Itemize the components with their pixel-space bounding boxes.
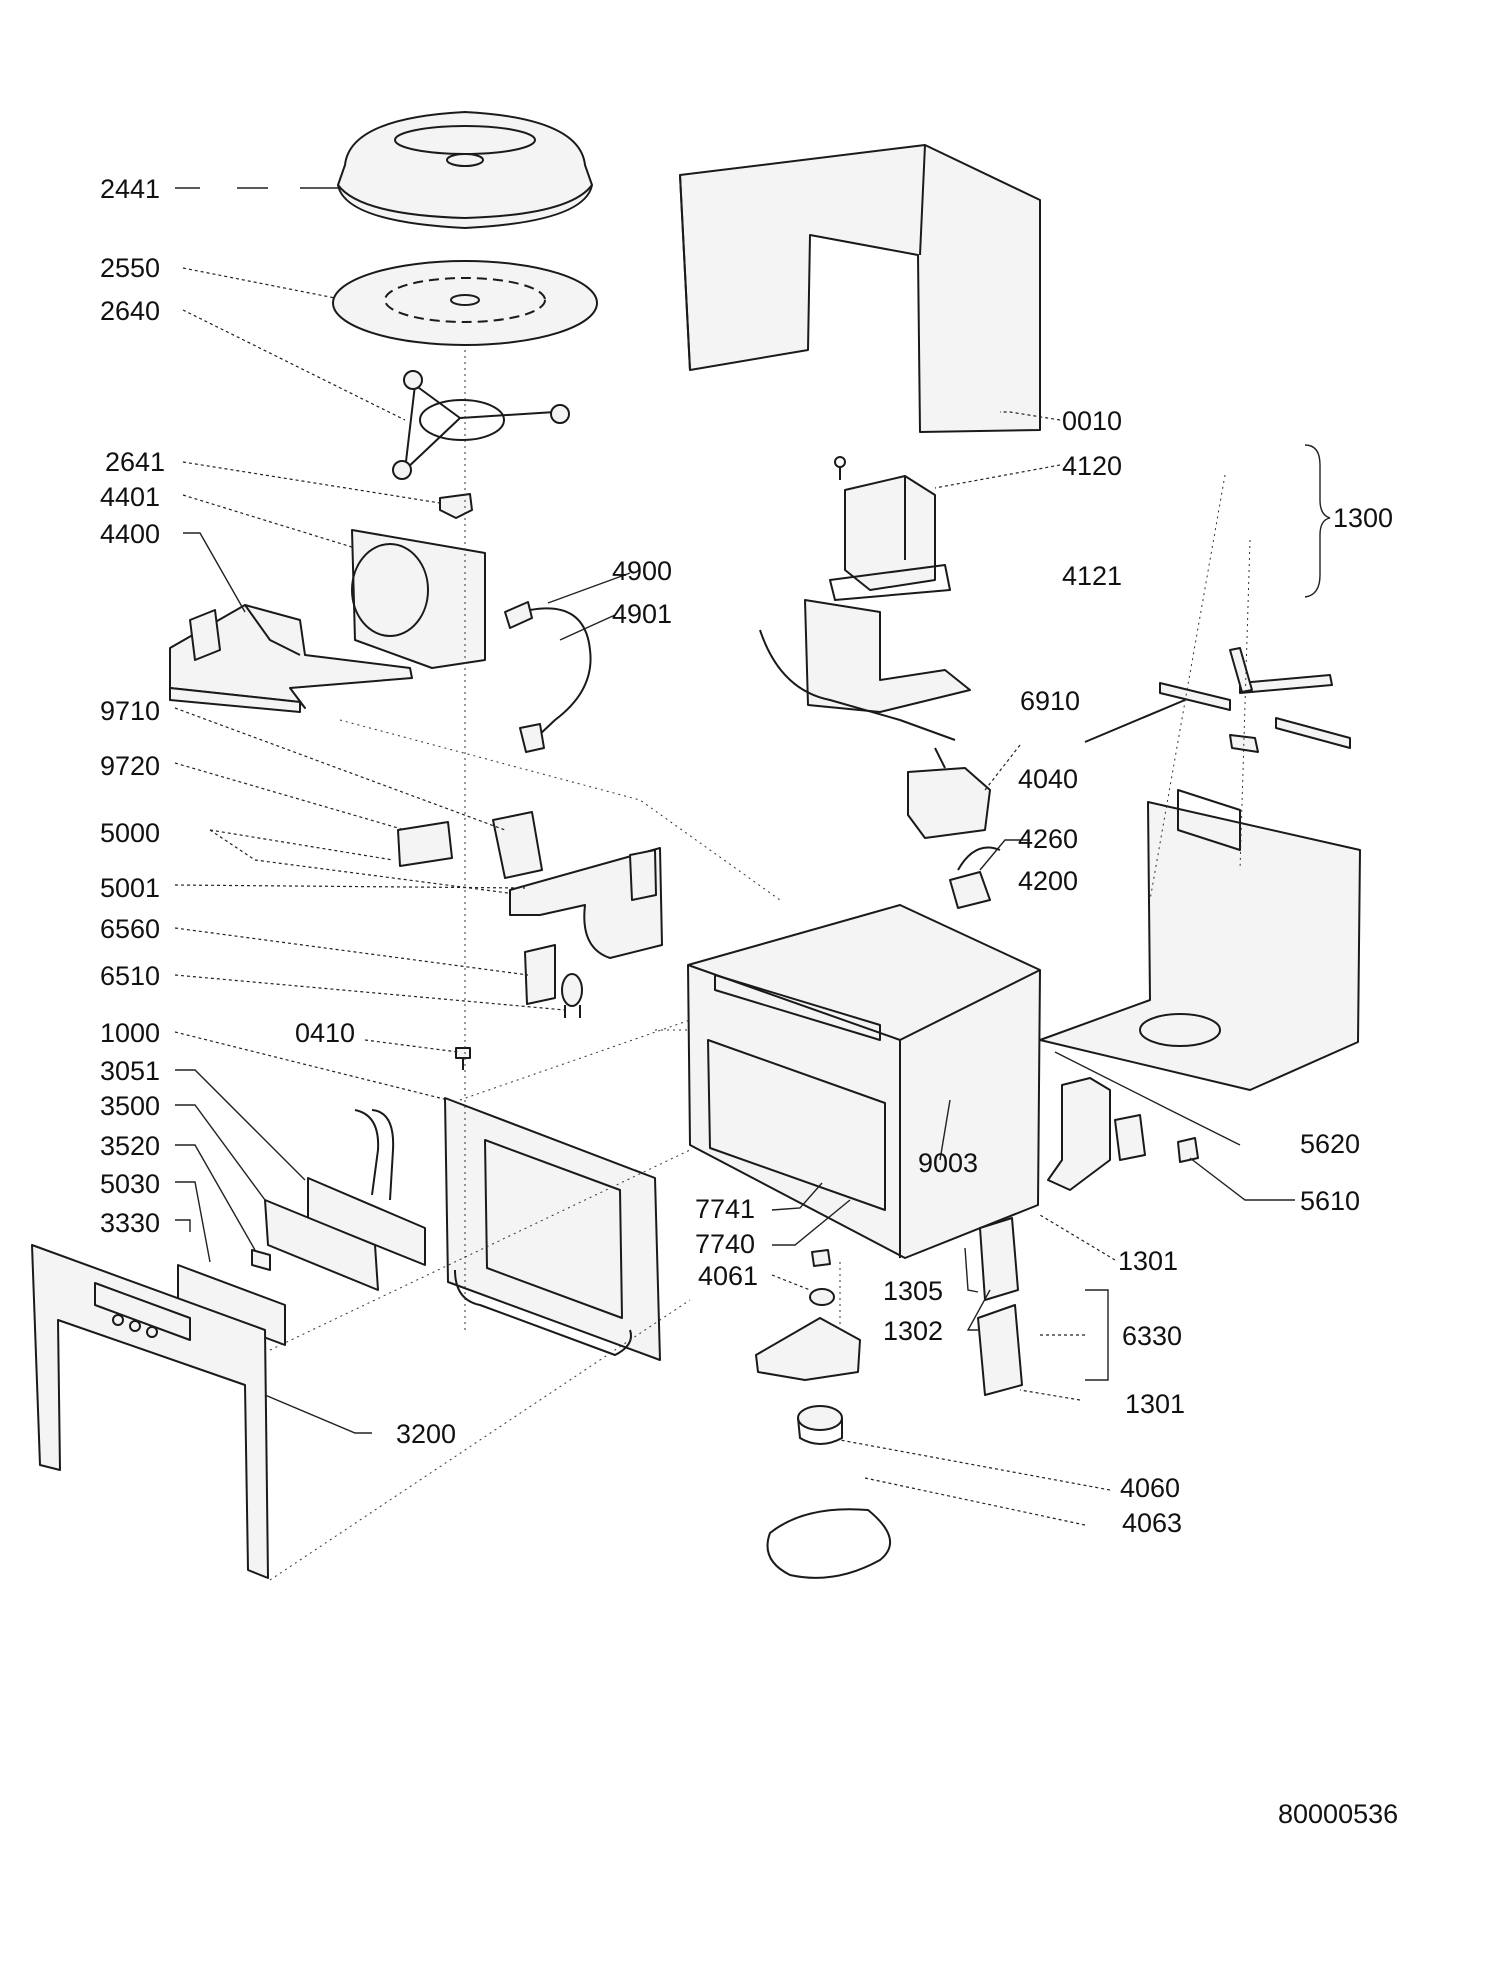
part-oven-cavity xyxy=(687,904,1041,1259)
label-4900: 4900 xyxy=(612,556,672,586)
label-4260: 4260 xyxy=(1018,824,1078,854)
label-6910: 6910 xyxy=(1020,686,1080,716)
part-4200-diode xyxy=(949,846,1001,909)
part-9710-plate xyxy=(492,811,543,879)
part-4400-motor-assembly xyxy=(169,604,413,713)
part-5030-part xyxy=(251,1249,271,1271)
leader-lines xyxy=(174,187,1331,1526)
part-0010-casing xyxy=(679,144,1041,433)
part-3330-keypad xyxy=(177,1264,286,1346)
label-0010: 0010 xyxy=(1062,406,1122,436)
part-1301-latch xyxy=(979,1217,1019,1301)
part-6560-lamp-holder xyxy=(524,944,556,1005)
label-1301-upper: 1301 xyxy=(1118,1246,1178,1276)
label-3200: 3200 xyxy=(396,1419,456,1449)
label-4400: 4400 xyxy=(100,519,160,549)
label-6330: 6330 xyxy=(1122,1321,1182,1351)
label-7740: 7740 xyxy=(695,1229,755,1259)
part-2640-roller-ring xyxy=(392,370,570,480)
label-1302: 1302 xyxy=(883,1316,943,1346)
part-4120-transformer xyxy=(829,456,951,601)
part-4061-coupler xyxy=(809,1249,835,1306)
part-5001-shield xyxy=(509,847,663,959)
part-3520-board xyxy=(264,1199,379,1291)
part-6510-lamp xyxy=(561,973,583,1018)
label-9710: 9710 xyxy=(100,696,160,726)
part-2550-glass-tray xyxy=(332,260,598,346)
part-6330-latch xyxy=(977,1304,1023,1396)
part-4900-cable xyxy=(504,601,592,753)
label-5001: 5001 xyxy=(100,873,160,903)
part-6910-side-panel xyxy=(1039,789,1361,1091)
drawing-number: 80000536 xyxy=(1278,1799,1398,1829)
label-0410: 0410 xyxy=(295,1018,355,1048)
label-7741: 7741 xyxy=(695,1194,755,1224)
part-stirrer-cover xyxy=(755,1317,861,1381)
part-3500-control-board xyxy=(307,1109,426,1266)
label-3330: 3330 xyxy=(100,1208,160,1238)
part-1000-door xyxy=(444,1097,661,1361)
part-4063-stirrer xyxy=(766,1508,891,1579)
label-4120: 4120 xyxy=(1062,451,1122,481)
label-9003: 9003 xyxy=(918,1148,978,1178)
label-5000: 5000 xyxy=(100,818,160,848)
label-2640: 2640 xyxy=(100,296,160,326)
label-4063: 4063 xyxy=(1122,1508,1182,1538)
part-4121-bracket xyxy=(759,599,971,741)
part-5620-switch xyxy=(1047,1077,1146,1191)
label-3500: 3500 xyxy=(100,1091,160,1121)
part-4040-capacitor xyxy=(907,747,991,839)
label-3520: 3520 xyxy=(100,1131,160,1161)
label-4121: 4121 xyxy=(1062,561,1122,591)
label-2550: 2550 xyxy=(100,253,160,283)
label-1305: 1305 xyxy=(883,1276,943,1306)
part-3200-frame xyxy=(31,1244,269,1579)
label-6560: 6560 xyxy=(100,914,160,944)
construction-lines xyxy=(269,350,1251,1581)
label-5610: 5610 xyxy=(1300,1186,1360,1216)
label-1301-lower: 1301 xyxy=(1125,1389,1185,1419)
label-3051: 3051 xyxy=(100,1056,160,1086)
label-6510: 6510 xyxy=(100,961,160,991)
label-5030: 5030 xyxy=(100,1169,160,1199)
label-4901: 4901 xyxy=(612,599,672,629)
part-labels: 2441 2550 2640 2641 4401 4400 9710 9720 … xyxy=(100,174,1398,1829)
part-2641-coupler xyxy=(439,493,473,519)
label-4401: 4401 xyxy=(100,482,160,512)
label-4040: 4040 xyxy=(1018,764,1078,794)
part-9720-plate xyxy=(397,821,453,867)
part-0410-screw xyxy=(455,1047,471,1070)
label-4060: 4060 xyxy=(1120,1473,1180,1503)
label-2441: 2441 xyxy=(100,174,160,204)
label-1000: 1000 xyxy=(100,1018,160,1048)
part-2441-cover xyxy=(337,111,593,229)
label-9720: 9720 xyxy=(100,751,160,781)
label-4061: 4061 xyxy=(698,1261,758,1291)
label-2641: 2641 xyxy=(105,447,165,477)
label-5620: 5620 xyxy=(1300,1129,1360,1159)
part-4060-motor xyxy=(797,1405,843,1445)
part-5610-switch xyxy=(1177,1137,1199,1163)
part-1300-rails xyxy=(1084,647,1351,753)
label-1300: 1300 xyxy=(1333,503,1393,533)
label-4200: 4200 xyxy=(1018,866,1078,896)
part-4401-bracket xyxy=(351,529,486,669)
